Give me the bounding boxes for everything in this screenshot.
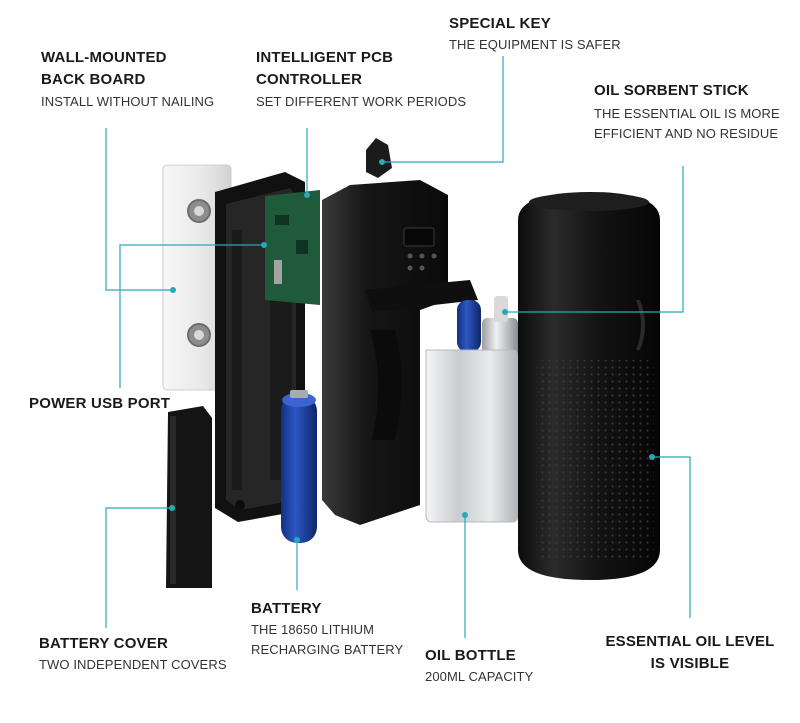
label-usb-port: POWER USB PORT: [29, 393, 170, 415]
oil-stick: [457, 300, 481, 352]
dot-usb-port: [261, 242, 267, 248]
battery-cover: [166, 406, 212, 588]
leader-oil-stick: [505, 166, 684, 313]
battery-desc: THE 18650 LITHIUM RECHARGING BATTERY: [251, 622, 404, 657]
label-battery-cover: BATTERY COVER TWO INDEPENDENT COVERS: [39, 633, 227, 675]
special-key: [366, 138, 392, 178]
special-key-title: SPECIAL KEY: [449, 15, 551, 32]
leader-oil-level: [652, 456, 691, 618]
dot-oil-bottle: [462, 512, 468, 518]
dot-wall-board: [170, 287, 176, 293]
label-special-key: SPECIAL KEY THE EQUIPMENT IS SAFER: [449, 13, 621, 55]
battery-cover-desc: TWO INDEPENDENT COVERS: [39, 657, 227, 672]
dot-oil-stick: [502, 309, 508, 315]
label-oil-bottle: OIL BOTTLE 200ML CAPACITY: [425, 645, 533, 687]
special-key-desc: THE EQUIPMENT IS SAFER: [449, 37, 621, 52]
pcb-title: INTELLIGENT PCB CONTROLLER: [256, 49, 394, 88]
dot-battery: [294, 537, 300, 543]
label-wall-board: WALL-MOUNTED BACK BOARD INSTALL WITHOUT …: [41, 47, 214, 112]
label-battery: BATTERY THE 18650 LITHIUM RECHARGING BAT…: [251, 598, 403, 660]
control-housing: [322, 180, 478, 525]
battery-title: BATTERY: [251, 600, 322, 617]
back-board: [162, 164, 232, 391]
dot-special-key: [379, 159, 385, 165]
oil-stick-desc: THE ESSENTIAL OIL IS MORE EFFICIENT AND …: [594, 106, 780, 141]
pcb-desc: SET DIFFERENT WORK PERIODS: [256, 94, 467, 109]
label-pcb: INTELLIGENT PCB CONTROLLER SET DIFFERENT…: [256, 47, 466, 112]
leader-special-key: [382, 56, 504, 163]
oil-bottle-desc: 200ML CAPACITY: [425, 669, 534, 684]
battery-cell: [281, 390, 317, 543]
wall-board-desc: INSTALL WITHOUT NAILING: [41, 94, 215, 109]
leader-battery-cover: [105, 507, 172, 628]
label-oil-level: ESSENTIAL OIL LEVEL IS VISIBLE: [598, 631, 782, 675]
dot-oil-level: [649, 454, 655, 460]
leader-usb-port: [119, 244, 264, 388]
label-oil-stick: OIL SORBENT STICK THE ESSENTIAL OIL IS M…: [594, 80, 780, 144]
oil-bottle: [425, 296, 519, 523]
leader-dots: [169, 159, 655, 543]
battery-cover-title: BATTERY COVER: [39, 635, 169, 652]
oil-bottle-title: OIL BOTTLE: [425, 647, 516, 664]
pcb-board: [265, 190, 320, 305]
usb-port-title: POWER USB PORT: [29, 395, 171, 412]
leader-wall-board: [105, 128, 173, 291]
dot-battery-cover: [169, 505, 175, 511]
dot-pcb: [304, 192, 310, 198]
oil-stick-title: OIL SORBENT STICK: [594, 82, 749, 99]
wall-board-title: WALL-MOUNTED BACK BOARD: [41, 49, 167, 88]
main-cylinder: [518, 192, 660, 580]
oil-level-title: ESSENTIAL OIL LEVEL IS VISIBLE: [605, 633, 775, 672]
leader-lines: [105, 56, 691, 638]
